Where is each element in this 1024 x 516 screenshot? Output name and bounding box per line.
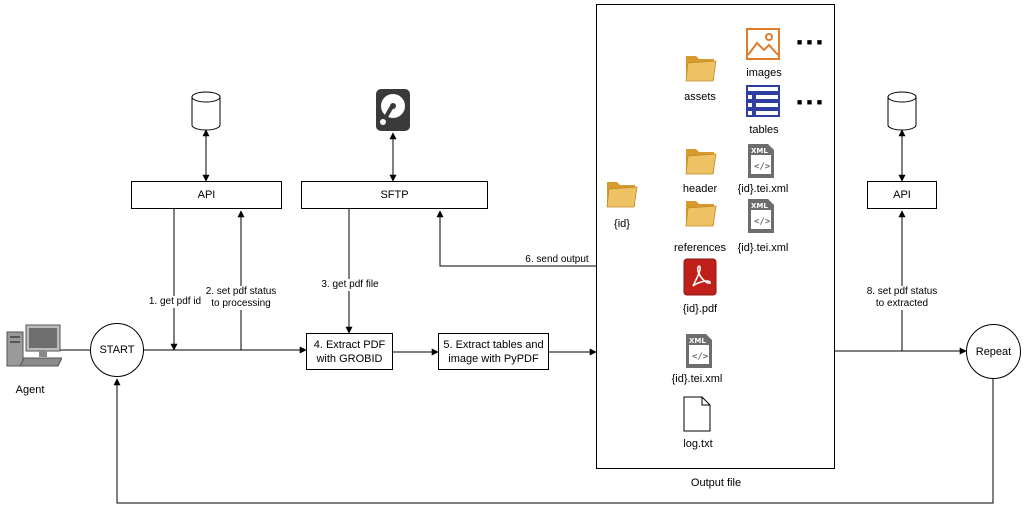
label-set-status-extracted: 8. set pdf status to extracted xyxy=(861,286,943,310)
svg-text:XML: XML xyxy=(751,147,768,155)
agent-label: Agent xyxy=(15,384,45,396)
api-left-box: API xyxy=(131,181,282,209)
xml-file-icon: XML </> xyxy=(748,144,774,178)
table-icon xyxy=(746,85,780,117)
svg-text:</>: </> xyxy=(754,217,771,227)
svg-text:</>: </> xyxy=(754,162,771,172)
extract-tables-box: 5. Extract tables and image with PyPDF xyxy=(438,333,549,370)
edge-send-output xyxy=(436,210,597,267)
api-right-box: API xyxy=(867,181,937,209)
root-folder-label: {id} xyxy=(614,218,630,230)
database-icon xyxy=(887,91,917,131)
text-file-icon xyxy=(683,396,711,432)
output-file-container xyxy=(596,4,835,469)
svg-text:</>: </> xyxy=(692,352,709,362)
label-get-pdf-file: 3. get pdf file xyxy=(316,279,384,291)
tables-label: tables xyxy=(749,124,779,136)
extract-pdf-box: 4. Extract PDF with GROBID xyxy=(306,333,393,370)
hard-drive-icon xyxy=(376,89,410,131)
start-node: START xyxy=(90,323,144,377)
assets-folder-label: assets xyxy=(684,91,716,103)
folder-icon xyxy=(606,182,638,208)
xml-file-icon: XML </> xyxy=(748,199,774,233)
pdf-file-icon xyxy=(683,258,717,296)
folder-icon xyxy=(685,201,717,227)
references-file-label: {id}.tei.xml xyxy=(737,242,789,254)
images-label: images xyxy=(746,67,782,79)
xml-file-icon: XML </> xyxy=(686,334,712,368)
sftp-box: SFTP xyxy=(301,181,488,209)
tables-ellipsis: ■ ■ ■ xyxy=(796,97,824,107)
computer-icon xyxy=(6,324,62,367)
svg-text:XML: XML xyxy=(751,202,768,210)
folder-icon xyxy=(685,56,717,82)
log-file-label: log.txt xyxy=(683,438,713,450)
svg-text:XML: XML xyxy=(689,337,706,345)
references-folder-label: references xyxy=(674,242,726,254)
label-send-output: 6. send output xyxy=(525,254,589,265)
database-icon xyxy=(191,91,221,131)
header-file-label: {id}.tei.xml xyxy=(737,183,789,195)
label-get-pdf-id: 1. get pdf id xyxy=(135,296,215,308)
folder-icon xyxy=(685,149,717,175)
image-icon xyxy=(746,28,780,60)
output-file-caption: Output file xyxy=(690,477,742,489)
header-folder-label: header xyxy=(682,183,718,195)
images-ellipsis: ■ ■ ■ xyxy=(796,37,824,47)
repeat-node: Repeat xyxy=(966,324,1021,379)
edge-repeat-start xyxy=(113,377,994,504)
xml-file-label: {id}.tei.xml xyxy=(671,373,723,385)
label-set-status-processing: 2. set pdf status to processing xyxy=(201,286,281,310)
pdf-file-label: {id}.pdf xyxy=(682,303,718,315)
